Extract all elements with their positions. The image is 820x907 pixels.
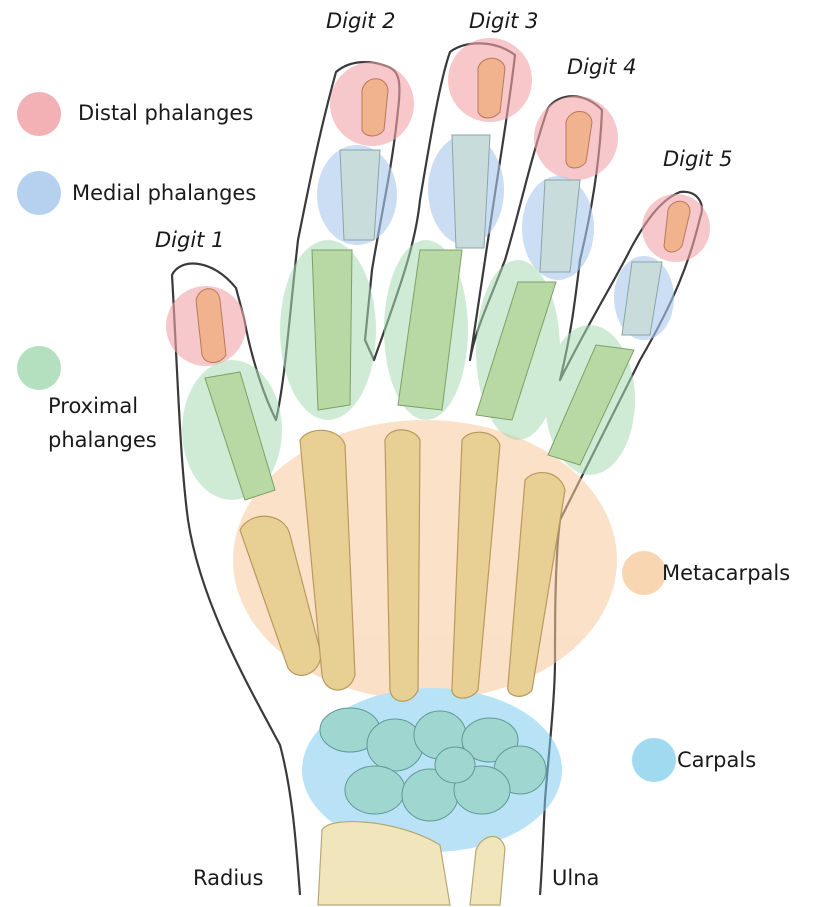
ulna-label: Ulna	[552, 866, 599, 890]
legend-distal-swatch	[17, 92, 61, 136]
metacarpals-swatch	[622, 551, 666, 595]
legend-distal-label: Distal phalanges	[78, 101, 253, 125]
radius-label: Radius	[193, 866, 263, 890]
digit-1-label: Digit 1	[155, 228, 224, 252]
digit-2-label: Digit 2	[326, 9, 395, 33]
legend-proximal-swatch	[17, 346, 61, 390]
legend-proximal-line2: phalanges	[48, 428, 157, 452]
digit-5-label: Digit 5	[663, 147, 732, 171]
carpals-swatch	[632, 738, 676, 782]
legend-medial-label: Medial phalanges	[72, 181, 256, 205]
carpals-label: Carpals	[677, 748, 756, 772]
legend-medial-swatch	[17, 171, 61, 215]
legend-proximal-line1: Proximal	[48, 394, 138, 418]
digit-3-label: Digit 3	[469, 9, 538, 33]
metacarpals-label: Metacarpals	[662, 561, 790, 585]
legend-proximal-label: Proximal phalanges	[48, 394, 157, 452]
digit-4-label: Digit 4	[567, 55, 636, 79]
